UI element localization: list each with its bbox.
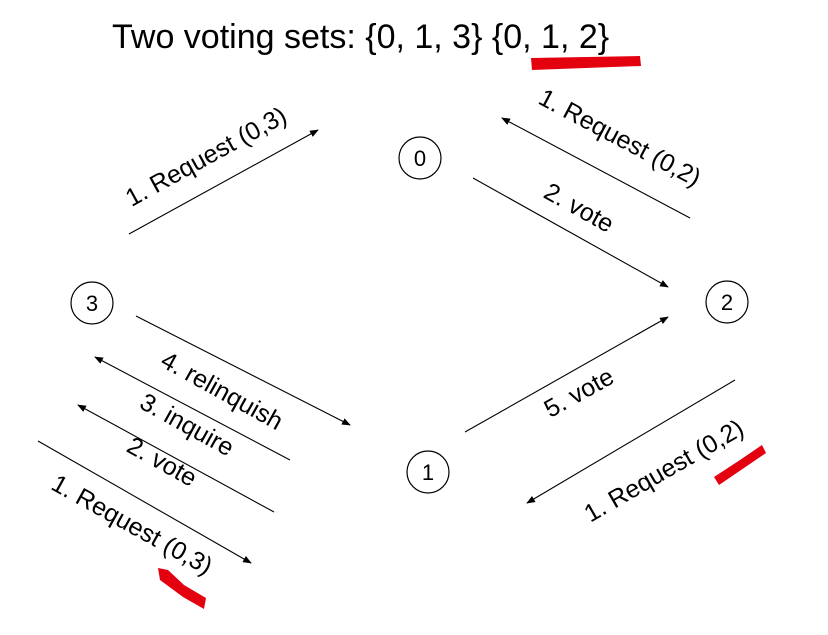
arrow-left-inquire bbox=[94, 356, 291, 461]
node-0-label: 0 bbox=[414, 146, 426, 171]
label-left-request: 1. Request (0,3) bbox=[47, 469, 217, 580]
label-top-right-request: 1. Request (0,2) bbox=[534, 83, 705, 192]
title-underline-mark bbox=[531, 56, 641, 70]
arrow-top-right-request bbox=[501, 117, 691, 219]
arrow-top-left-request bbox=[128, 129, 319, 235]
label-bottom-right-vote: 5. vote bbox=[540, 363, 619, 424]
node-2: 2 bbox=[705, 280, 749, 324]
node-1: 1 bbox=[406, 450, 450, 494]
left-request-highlight-mark bbox=[158, 568, 206, 609]
label-top-left-request: 1. Request (0,3) bbox=[121, 102, 292, 213]
node-3: 3 bbox=[70, 281, 114, 325]
diagram-title: Two voting sets: {0, 1, 3} {0, 1, 2} bbox=[112, 18, 609, 56]
node-1-label: 1 bbox=[422, 460, 434, 485]
arrow-top-right-vote bbox=[472, 177, 669, 288]
node-3-label: 3 bbox=[86, 291, 98, 316]
arrow-bottom-right-request bbox=[526, 379, 736, 504]
arrow-left-request bbox=[37, 440, 252, 564]
highlight-marks bbox=[158, 56, 766, 609]
node-2-label: 2 bbox=[721, 290, 733, 315]
node-0: 0 bbox=[398, 136, 442, 180]
right-request-highlight-mark bbox=[714, 445, 766, 485]
arrow-left-relinquish bbox=[135, 315, 351, 426]
arrow-bottom-right-vote bbox=[464, 316, 669, 433]
label-top-right-vote: 2. vote bbox=[539, 178, 618, 239]
arrow-left-vote bbox=[77, 404, 275, 513]
